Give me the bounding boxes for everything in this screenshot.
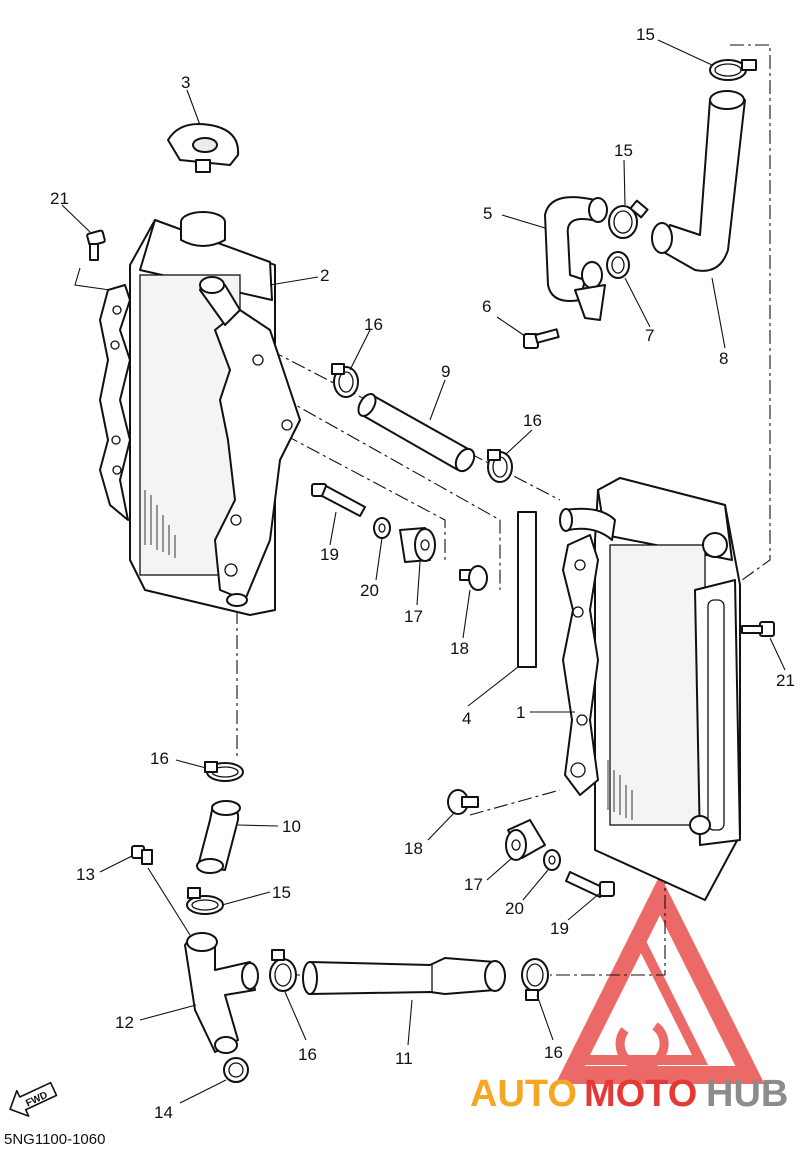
o-ring-14	[223, 1057, 249, 1083]
watermark-auto: AUTO	[470, 1073, 577, 1115]
callout-21-left: 21	[50, 189, 69, 208]
callout-17-upper: 17	[404, 607, 423, 626]
hose-9	[357, 393, 476, 473]
callout-12: 12	[115, 1013, 134, 1032]
callout-13: 13	[76, 865, 95, 884]
callout-15-top: 15	[636, 25, 655, 44]
hose-clamp-16-b	[487, 449, 513, 483]
hose-clamp-15-top	[709, 59, 757, 81]
callout-4: 4	[462, 709, 471, 728]
callout-2: 2	[320, 266, 329, 285]
diagram-code: 5NG1100-1060	[4, 1131, 105, 1148]
damper-17-lower	[505, 819, 546, 861]
callout-20-upper: 20	[360, 581, 379, 600]
callout-6: 6	[482, 297, 491, 316]
hose-clamp-16-e	[521, 958, 549, 1001]
watermark-hub: HUB	[706, 1073, 788, 1115]
callout-labels: 15 3 15 21 5 2 6 7 8 16 9 16 19 20 17 18…	[50, 25, 795, 1122]
callout-10: 10	[282, 817, 301, 836]
automotohub-logo	[555, 874, 765, 1084]
callout-16-a: 16	[364, 315, 383, 334]
bolt-6	[523, 328, 560, 349]
rubber-strip-4	[517, 511, 537, 668]
damper-17-upper	[399, 527, 436, 563]
callout-11: 11	[395, 1049, 413, 1068]
callout-16-b: 16	[523, 411, 542, 430]
washer-20-lower	[543, 849, 561, 871]
hose-clamp-16-d	[269, 949, 297, 992]
callout-18-upper: 18	[450, 639, 469, 658]
hose-10	[196, 800, 241, 874]
left-radiator	[99, 211, 301, 616]
callout-15-middle: 15	[614, 141, 633, 160]
fwd-arrow-icon: FWD	[9, 1081, 58, 1117]
callout-9: 9	[441, 362, 450, 381]
callout-20-lower: 20	[505, 899, 524, 918]
callout-7: 7	[645, 326, 654, 345]
bolt-19-lower	[565, 871, 615, 898]
hose-clamp-16-c	[204, 761, 244, 782]
callout-14: 14	[154, 1103, 173, 1122]
hose-clamp-15-lower	[186, 887, 224, 915]
callout-19-lower: 19	[550, 919, 569, 938]
washer-20-upper	[373, 517, 391, 539]
hose-11	[302, 957, 506, 995]
callout-1: 1	[516, 703, 525, 722]
callout-19-upper: 19	[320, 545, 339, 564]
callout-15-lower: 15	[272, 883, 291, 902]
pipe-12	[184, 932, 259, 1054]
leader-lines	[61, 39, 786, 1104]
callout-18-lower: 18	[404, 839, 423, 858]
callout-16-d: 16	[298, 1045, 317, 1064]
hose-8	[651, 90, 746, 272]
right-radiator	[559, 477, 741, 901]
callout-16-c: 16	[150, 749, 169, 768]
callout-8: 8	[719, 349, 728, 368]
hose-clamp-15-middle	[608, 199, 649, 239]
o-ring-7	[606, 251, 630, 279]
automotohub-wordmark: AUTO MOTO HUB	[470, 1073, 788, 1115]
collar-18-lower	[447, 789, 479, 815]
bolt-19-upper	[311, 483, 366, 517]
callout-3: 3	[181, 73, 190, 92]
bolt-21-right	[741, 621, 775, 637]
hose-5	[544, 196, 608, 321]
hose-clamp-16-a	[331, 363, 359, 398]
callout-16-e: 16	[544, 1043, 563, 1062]
callout-21-right: 21	[776, 671, 795, 690]
bolt-21-left	[86, 229, 106, 261]
watermark-moto: MOTO	[584, 1073, 697, 1115]
bolt-13	[131, 845, 153, 865]
callout-17-lower: 17	[464, 875, 483, 894]
radiator-cap	[167, 123, 240, 173]
callout-5: 5	[483, 204, 492, 223]
collar-18-upper	[459, 565, 488, 591]
